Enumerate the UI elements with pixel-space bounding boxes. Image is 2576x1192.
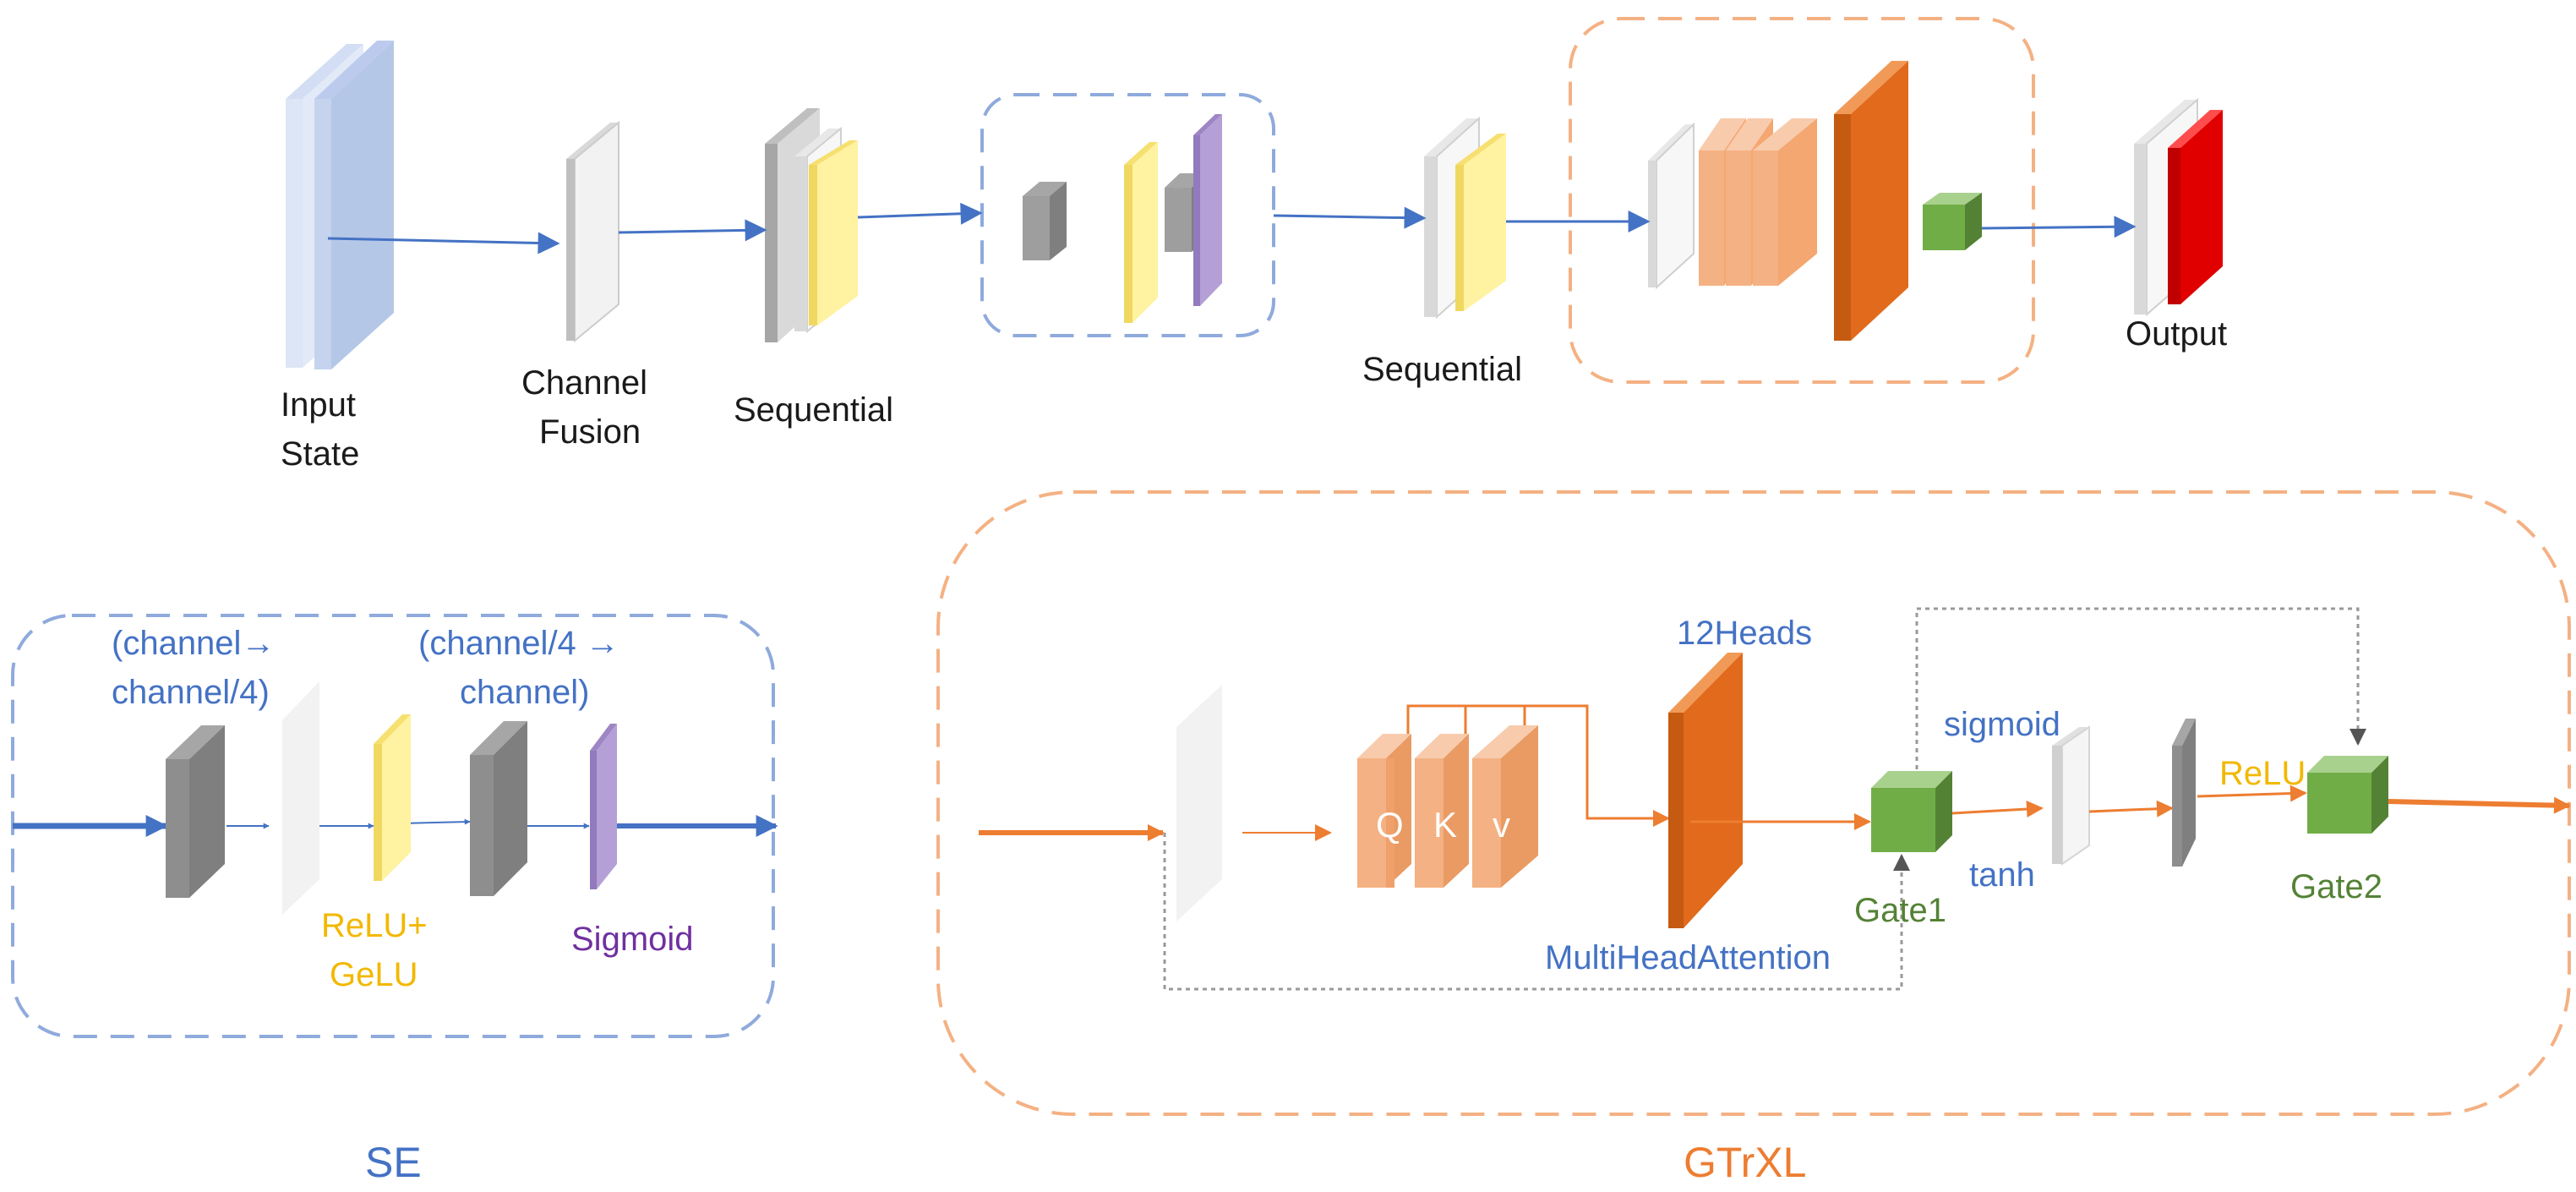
gtrxl-title: GTrXL xyxy=(1684,1139,1806,1186)
heads-label: 12Heads xyxy=(1677,615,1812,652)
se-activation-label-1: ReLU+ xyxy=(321,907,428,944)
se-activation-label-2: GeLU xyxy=(330,956,418,993)
channel-fusion-layer xyxy=(566,120,619,343)
gtrxl-detail-block xyxy=(936,490,2571,1116)
input-state-label-1: Input xyxy=(281,386,356,424)
sequential-1-layer xyxy=(765,108,858,342)
se-module-in-pipeline xyxy=(980,93,1275,337)
sigmoid-label: sigmoid xyxy=(1944,706,2060,743)
se-expand-label-2: channel) xyxy=(460,674,589,711)
sequential-1-label: Sequential xyxy=(734,391,893,429)
v-label: v xyxy=(1493,805,1510,845)
pipeline-arrows xyxy=(327,202,2137,254)
input-state-layer xyxy=(286,41,394,369)
q-label: Q xyxy=(1376,805,1404,845)
se-reduce-label-2: channel/4) xyxy=(112,674,270,711)
input-state-label-2: State xyxy=(281,435,359,473)
se-expand-label-1: (channel/4 → xyxy=(418,625,619,662)
se-detail-block xyxy=(11,614,778,1038)
channel-fusion-label-1: Channel xyxy=(521,364,647,402)
gate1-label: Gate1 xyxy=(1854,892,1946,929)
mha-label: MultiHeadAttention xyxy=(1545,939,1831,976)
se-sigmoid-label: Sigmoid xyxy=(571,921,694,958)
k-label: K xyxy=(1433,805,1457,845)
sequential-2-layer xyxy=(1424,116,1506,320)
output-layer xyxy=(2134,97,2223,317)
gate2-label: Gate2 xyxy=(2290,868,2382,905)
se-reduce-label-1: (channel→ xyxy=(112,625,275,662)
tanh-label: tanh xyxy=(1969,856,2035,894)
se-title: SE xyxy=(365,1139,422,1186)
sequential-2-label: Sequential xyxy=(1362,351,1522,388)
relu-label: ReLU xyxy=(2219,755,2306,792)
gtrxl-module-in-pipeline xyxy=(1569,17,2035,384)
output-label: Output xyxy=(2126,315,2227,353)
channel-fusion-label-2: Fusion xyxy=(539,413,641,451)
